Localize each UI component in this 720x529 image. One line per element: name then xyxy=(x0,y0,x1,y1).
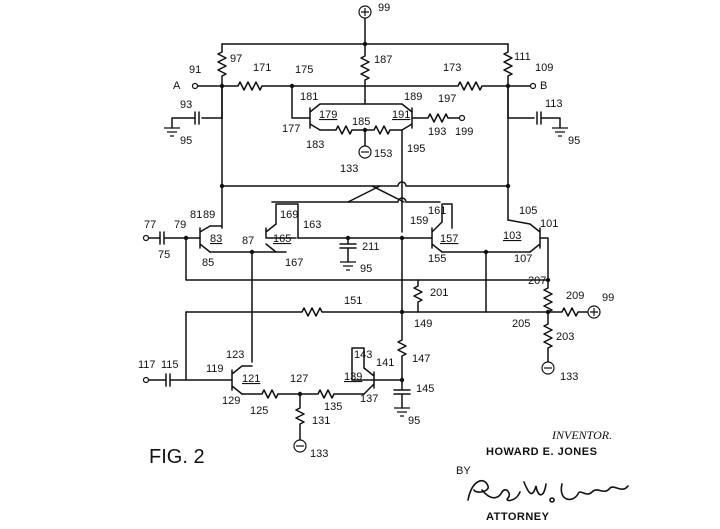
coupling-caps-top: 93 95 113 95 xyxy=(164,85,580,147)
label-149: 149 xyxy=(414,318,432,330)
label-199: 199 xyxy=(455,126,473,138)
label-143: 143 xyxy=(354,349,372,361)
label-77: 77 xyxy=(144,219,156,231)
label-173: 173 xyxy=(443,62,461,74)
label-101: 101 xyxy=(540,218,558,230)
inventor-heading: INVENTOR. xyxy=(552,428,613,442)
label-197: 197 xyxy=(438,93,456,105)
label-113: 113 xyxy=(545,98,563,110)
label-105: 105 xyxy=(519,205,537,217)
terminal-b-label: B xyxy=(540,80,547,92)
lower-stage: 151 117 115 119 123 121 129 125 127 131 … xyxy=(138,251,487,460)
label-95-d: 95 xyxy=(408,415,420,427)
label-147: 147 xyxy=(412,353,430,365)
label-127: 127 xyxy=(290,373,308,385)
transistor-157: 157 xyxy=(440,233,458,245)
middle-stage: 77 75 79 81 89 83 85 87 165 169 163 167 … xyxy=(142,185,558,281)
label-81: 81 xyxy=(190,209,202,221)
label-211: 211 xyxy=(362,241,380,253)
label-107: 107 xyxy=(514,253,532,265)
label-153: 153 xyxy=(374,148,392,160)
inventor-name: HOWARD E. JONES xyxy=(486,446,598,458)
label-185: 185 xyxy=(352,116,370,128)
label-207: 207 xyxy=(528,275,546,287)
figure-caption: FIG. 2 xyxy=(149,446,205,468)
label-133-b: 133 xyxy=(560,371,578,383)
transistor-121: 121 xyxy=(242,373,260,385)
label-183: 183 xyxy=(306,139,324,151)
attorney-label: ATTORNEY xyxy=(486,511,550,523)
label-117: 117 xyxy=(138,359,156,371)
label-201: 201 xyxy=(430,287,448,299)
label-79: 79 xyxy=(174,219,186,231)
transistor-103: 103 xyxy=(503,230,521,242)
label-181: 181 xyxy=(300,91,318,103)
upper-resistors: 97 111 187 xyxy=(217,43,531,101)
bias-network: 207 209 99 205 203 133 201 149 xyxy=(185,237,614,383)
transistor-191: 191 xyxy=(392,109,410,121)
by-label: BY xyxy=(456,465,471,477)
terminal-a-label: A xyxy=(173,80,181,92)
label-195: 195 xyxy=(407,143,425,155)
label-133-c: 133 xyxy=(310,448,328,460)
label-99-right: 99 xyxy=(602,292,614,304)
label-189: 189 xyxy=(404,91,422,103)
label-89: 89 xyxy=(203,209,215,221)
label-99-top: 99 xyxy=(378,2,390,14)
label-131: 131 xyxy=(312,415,330,427)
label-177: 177 xyxy=(282,123,300,135)
label-169: 169 xyxy=(280,209,298,221)
transistor-139: 139 xyxy=(344,371,362,383)
label-135: 135 xyxy=(324,401,342,413)
label-155: 155 xyxy=(428,253,446,265)
label-171: 171 xyxy=(253,62,271,74)
label-75: 75 xyxy=(158,249,170,261)
transistor-179: 179 xyxy=(319,109,337,121)
label-193: 193 xyxy=(428,126,446,138)
input-row-ab: A 91 171 175 173 109 B xyxy=(173,62,553,92)
label-91: 91 xyxy=(189,64,201,76)
label-209: 209 xyxy=(566,290,584,302)
label-87: 87 xyxy=(242,235,254,247)
label-167: 167 xyxy=(285,257,303,269)
label-137: 137 xyxy=(360,393,378,405)
transistor-165: 165 xyxy=(273,233,291,245)
diff-pair-179-191: 179 191 181 177 189 185 183 153 133 197 … xyxy=(282,85,473,187)
label-159: 159 xyxy=(410,215,428,227)
label-129: 129 xyxy=(222,395,240,407)
label-151: 151 xyxy=(344,295,362,307)
label-97: 97 xyxy=(230,53,242,65)
label-205: 205 xyxy=(512,318,530,330)
label-125: 125 xyxy=(250,405,268,417)
label-203: 203 xyxy=(556,331,574,343)
label-95-a: 95 xyxy=(180,135,192,147)
label-95-c: 95 xyxy=(360,263,372,275)
label-119: 119 xyxy=(206,363,224,375)
attorney-signature xyxy=(467,479,629,503)
label-115: 115 xyxy=(161,359,179,371)
label-95-b: 95 xyxy=(568,135,580,147)
label-161: 161 xyxy=(428,205,446,217)
label-187: 187 xyxy=(374,54,392,66)
label-133-a: 133 xyxy=(340,163,358,175)
label-111: 111 xyxy=(514,51,531,63)
transistor-83: 83 xyxy=(210,233,222,245)
label-93: 93 xyxy=(180,99,192,111)
top-supply: 99 xyxy=(221,2,509,47)
label-85: 85 xyxy=(202,257,214,269)
label-123: 123 xyxy=(226,349,244,361)
label-175: 175 xyxy=(295,64,313,76)
label-163: 163 xyxy=(303,219,321,231)
label-145: 145 xyxy=(416,383,434,395)
label-109: 109 xyxy=(535,62,553,74)
label-141: 141 xyxy=(376,357,394,369)
